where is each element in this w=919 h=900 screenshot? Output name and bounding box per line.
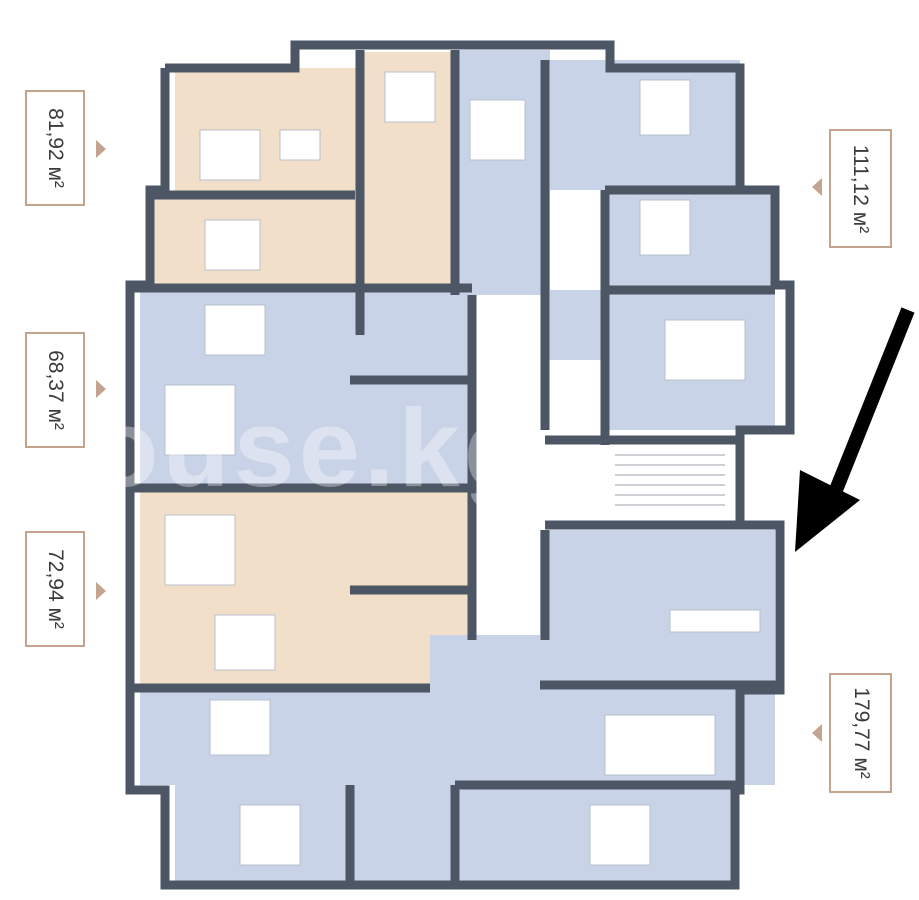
apartment-bottom-left[interactable] <box>140 635 540 885</box>
area-label-179-77[interactable]: 179,77 м² <box>829 673 892 793</box>
area-text: 111,12 м² <box>849 144 873 233</box>
area-text: 68,37 м² <box>44 350 68 430</box>
apartment-upper-middle[interactable] <box>455 50 550 295</box>
walls <box>125 40 795 890</box>
furniture <box>164 71 761 866</box>
area-label-111-12[interactable]: 111,12 м² <box>829 129 892 248</box>
area-label-72-94[interactable]: 72,94 м² <box>25 531 85 647</box>
pointer-right-icon <box>96 582 106 600</box>
pointer-left-icon <box>812 724 822 742</box>
area-label-68-37[interactable]: 68,37 м² <box>25 332 85 448</box>
stairwell <box>605 445 735 523</box>
pointer-right-icon <box>96 140 106 158</box>
area-text: 72,94 м² <box>44 549 68 629</box>
area-text: 81,92 м² <box>44 108 68 188</box>
area-label-81-92[interactable]: 81,92 м² <box>25 90 85 206</box>
area-text: 179,77 м² <box>849 687 873 779</box>
pointer-left-icon <box>812 178 822 196</box>
pointer-right-icon <box>96 380 106 398</box>
